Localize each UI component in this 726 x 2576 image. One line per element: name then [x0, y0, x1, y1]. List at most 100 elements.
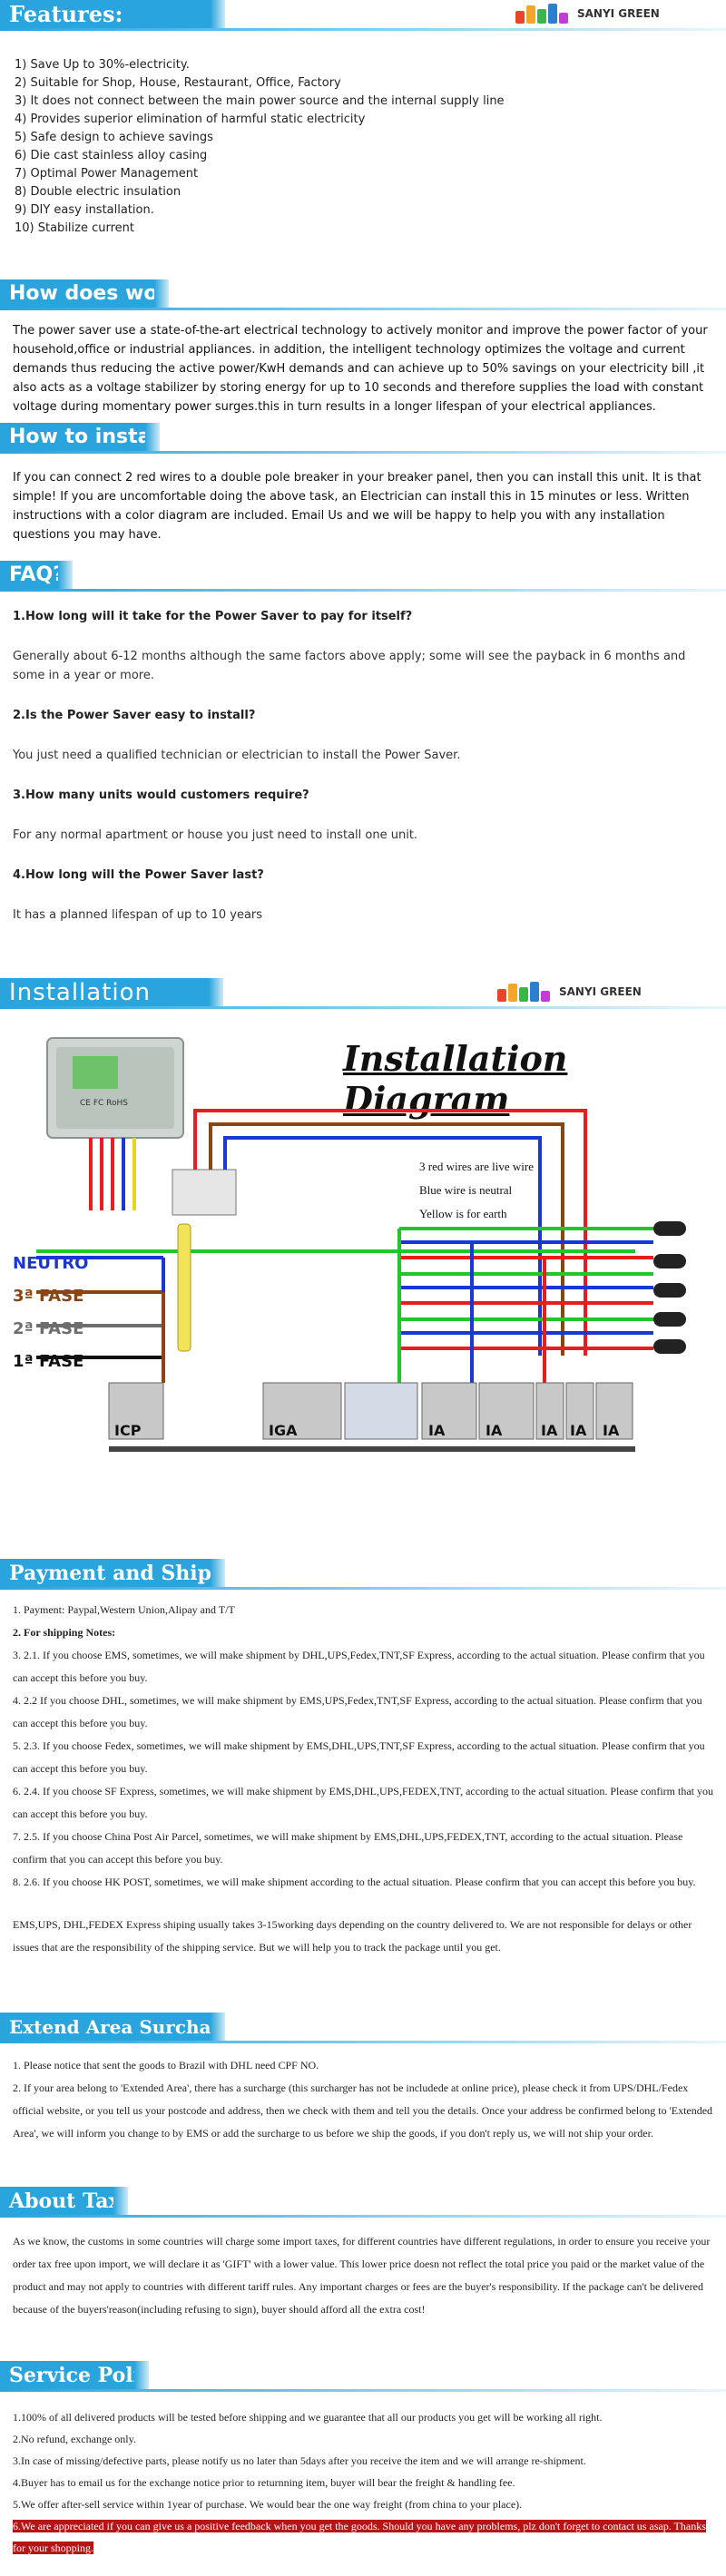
- device-label: CE FC RoHS: [80, 1099, 128, 1108]
- payment-section: Payment and Shipping 1. Payment: Paypal,…: [0, 1559, 726, 1959]
- earth-terminal-bar: [177, 1223, 191, 1352]
- how-install-text: If you can connect 2 red wires to a doub…: [13, 471, 701, 542]
- section-title: About Taxes: [0, 2187, 144, 2216]
- faq-header: FAQ?: [0, 561, 726, 593]
- installation-section: Installation SANYI GREEN Installation Di…: [0, 978, 726, 1537]
- service-section: Service Policy 1.100% of all delivered p…: [0, 2361, 726, 2559]
- how-work-header: How does work?: [0, 279, 726, 312]
- list-item: 1.100% of all delivered products will be…: [13, 2411, 603, 2424]
- list-item: 2.No refund, exchange only.: [13, 2433, 136, 2445]
- list-item: 4.Buyer has to email us for the exchange…: [13, 2476, 515, 2489]
- list-item: 1) Save Up to 30%-electricity.: [15, 58, 190, 72]
- extend-lines: 1. Please notice that sent the goods to …: [0, 2045, 726, 2145]
- bottom-busbar: [109, 1446, 635, 1452]
- ia-breaker: [535, 1382, 564, 1440]
- brand-name: SANYI GREEN: [559, 985, 642, 998]
- payment-lines: 1. Payment: Paypal,Western Union,Alipay …: [0, 1592, 726, 1959]
- features-list: 1) Save Up to 30%-electricity. 2) Suitab…: [0, 33, 726, 238]
- faq-answer: It has a planned lifespan of up to 10 ye…: [13, 908, 263, 922]
- list-item: 7) Optimal Power Management: [15, 167, 199, 181]
- brand-logo: SANYI GREEN: [497, 980, 642, 1004]
- installation-header: Installation SANYI GREEN: [0, 978, 726, 1011]
- wiring-diagram: CE FC RoHS: [36, 1037, 686, 1452]
- ia-label: IA: [541, 1422, 558, 1439]
- power-saver-display: [73, 1056, 118, 1089]
- list-item: 3.In case of missing/defective parts, pl…: [13, 2454, 586, 2467]
- faq-list: 1.How long will it take for the Power Sa…: [0, 593, 726, 925]
- icp-breaker: [108, 1382, 164, 1440]
- extend-header: Extend Area Surcharges: [0, 2013, 726, 2045]
- how-work-text: The power saver use a state-of-the-art e…: [13, 324, 708, 414]
- list-item: 5) Safe design to achieve savings: [15, 131, 213, 144]
- brand-logo-icon: [515, 2, 572, 25]
- icp-label: ICP: [114, 1422, 142, 1439]
- taxes-section: About Taxes As we know, the customs in s…: [0, 2187, 726, 2321]
- list-item: 2. For shipping Notes:: [13, 1626, 116, 1639]
- section-title: Payment and Shipping: [0, 1559, 261, 1588]
- list-item: 8. 2.6. If you choose HK POST, sometimes…: [13, 1876, 696, 1888]
- list-item: 2) Suitable for Shop, House, Restaurant,…: [15, 76, 341, 90]
- fase1-label: 1ª FASE: [13, 1352, 84, 1371]
- list-item: 2. If your area belong to 'Extended Area…: [13, 2081, 713, 2140]
- faq-answer: You just need a qualified technician or …: [13, 749, 461, 762]
- faq-answer: For any normal apartment or house you ju…: [13, 828, 418, 842]
- how-install-header: How to install?: [0, 423, 726, 455]
- service-lines: 1.100% of all delivered products will be…: [0, 2394, 726, 2559]
- list-item: 1. Payment: Paypal,Western Union,Alipay …: [13, 1603, 235, 1616]
- diagram-title: Installation Diagram: [343, 1038, 568, 1120]
- diagram-note: 3 red wires are live wire: [419, 1160, 534, 1173]
- output-cables: [653, 1221, 686, 1354]
- list-item: 8) Double electric insulation: [15, 185, 182, 199]
- faq-question: 3.How many units would customers require…: [13, 788, 309, 802]
- ia-label: IA: [570, 1422, 587, 1439]
- payment-header: Payment and Shipping: [0, 1559, 726, 1592]
- installation-diagram: Installation Diagram 3 red wires are liv…: [0, 1020, 726, 1537]
- section-title: How does work?: [0, 279, 192, 309]
- how-work-section: How does work? The power saver use a sta…: [0, 279, 726, 424]
- list-item: 5. 2.3. If you choose Fedex, sometimes, …: [13, 1739, 705, 1775]
- breaker-row: [108, 1382, 633, 1440]
- list-item: 6) Die cast stainless alloy casing: [15, 149, 208, 162]
- list-item: 5.We offer after-sell service within 1ye…: [13, 2498, 523, 2511]
- highlight-text: 6.We are appreciated if you can give us …: [13, 2520, 706, 2554]
- ia-breaker: [421, 1382, 477, 1440]
- section-title: Extend Area Surcharges: [0, 2013, 255, 2042]
- extend-section: Extend Area Surcharges 1. Please notice …: [0, 2013, 726, 2145]
- section-title: Service Policy: [0, 2361, 164, 2390]
- taxes-paragraph: As we know, the customs in some countrie…: [13, 2235, 711, 2316]
- list-item: 3) It does not connect between the main …: [15, 94, 505, 108]
- diagram-note: Yellow is for earth: [419, 1207, 507, 1220]
- list-item: 1. Please notice that sent the goods to …: [13, 2059, 319, 2072]
- fase3-label: 3ª FASE: [13, 1287, 84, 1306]
- brand-logo-icon: [497, 980, 554, 1004]
- section-title: Installation: [0, 978, 223, 1007]
- iga-label: IGA: [269, 1422, 298, 1439]
- list-item: 7. 2.5. If you choose China Post Air Par…: [13, 1830, 683, 1866]
- taxes-text: As we know, the customs in some countrie…: [0, 2219, 726, 2321]
- section-title: How to install?: [0, 423, 176, 452]
- ia-label: IA: [428, 1422, 446, 1439]
- iga-breaker: [262, 1382, 342, 1440]
- list-item: 6. 2.4. If you choose SF Express, someti…: [13, 1785, 713, 1820]
- taxes-header: About Taxes: [0, 2187, 726, 2219]
- power-saver-breaker: [172, 1169, 237, 1216]
- faq-question: 2.Is the Power Saver easy to install?: [13, 709, 256, 722]
- faq-section: FAQ? 1.How long will it take for the Pow…: [0, 561, 726, 948]
- list-item: 9) DIY easy installation.: [15, 203, 154, 217]
- fase2-label: 2ª FASE: [13, 1319, 84, 1338]
- faq-question: 1.How long will it take for the Power Sa…: [13, 610, 413, 623]
- section-title: Features:: [0, 0, 225, 29]
- section-title: FAQ?: [0, 561, 73, 590]
- ia-breaker: [478, 1382, 535, 1440]
- faq-question: 4.How long will the Power Saver last?: [13, 868, 264, 882]
- payment-footer: EMS,UPS, DHL,FEDEX Express shiping usual…: [13, 1918, 692, 1954]
- ia-breaker: [565, 1382, 594, 1440]
- features-header: Features: SANYI GREEN: [0, 0, 726, 33]
- list-item: 4) Provides superior elimination of harm…: [15, 113, 366, 126]
- ia-breaker: [595, 1382, 633, 1440]
- rcd-breaker: [344, 1382, 418, 1440]
- list-item: 3. 2.1. If you choose EMS, sometimes, we…: [13, 1649, 705, 1684]
- how-install-section: How to install? If you can connect 2 red…: [0, 423, 726, 552]
- brand-name: SANYI GREEN: [577, 7, 660, 20]
